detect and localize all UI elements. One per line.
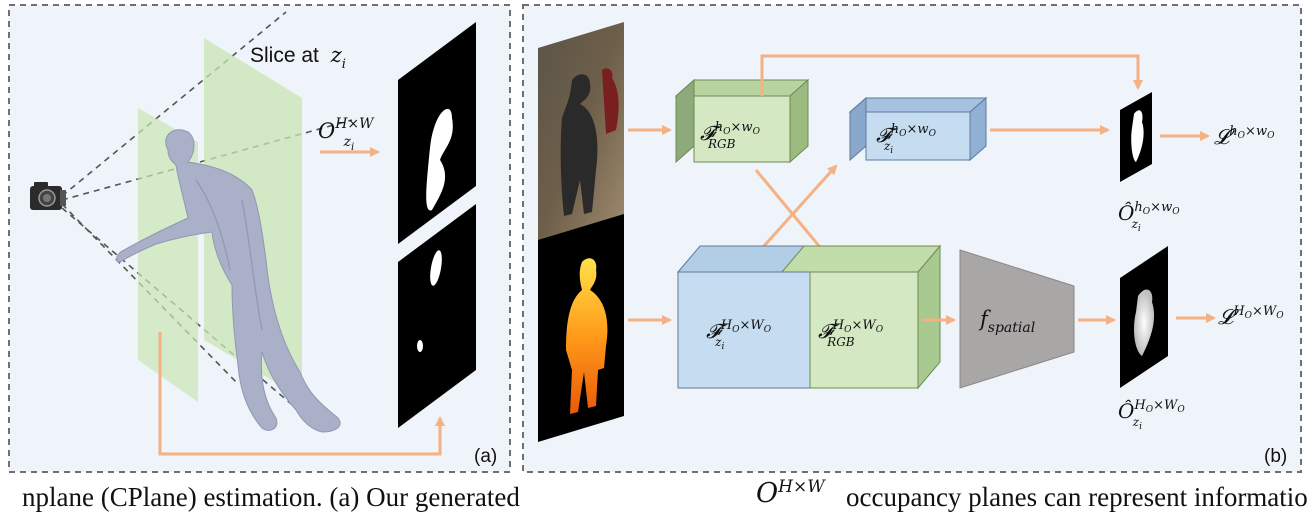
pred-mask-small xyxy=(1120,92,1152,182)
rgb-input-image xyxy=(538,22,624,244)
feature-rgb-small xyxy=(674,78,810,164)
depth-input-image xyxy=(538,214,624,442)
human-mesh xyxy=(116,129,341,433)
feature-concat-large xyxy=(676,244,942,390)
caption-fragment: nplane (CPlane) estimation. (a) Our gene… xyxy=(0,478,1308,512)
arrow-skip-top xyxy=(760,54,1143,96)
panel-a-tag: (a) xyxy=(474,446,497,467)
camera-icon xyxy=(30,182,66,210)
panel-b-frame xyxy=(522,4,1302,473)
caption-right: occupancy planes can represent informati… xyxy=(846,482,1308,512)
slice-label: Slice at zi xyxy=(250,43,346,72)
caption-math: OH×W xyxy=(756,478,825,509)
arrow-feedback xyxy=(158,332,445,456)
loss-large-label: 𝓛HO×WO xyxy=(1218,304,1284,329)
pred-mask-large xyxy=(1120,246,1168,388)
panel-b-tag: (b) xyxy=(1264,446,1287,467)
spatial-label: fspatial xyxy=(978,307,1035,336)
feature-z-small xyxy=(848,96,988,162)
caption-left: nplane (CPlane) estimation. (a) Our gene… xyxy=(22,482,520,512)
spatial-module xyxy=(959,249,1075,389)
occupancy-mask-bottom xyxy=(398,204,476,428)
occupancy-mask-top xyxy=(398,22,476,244)
